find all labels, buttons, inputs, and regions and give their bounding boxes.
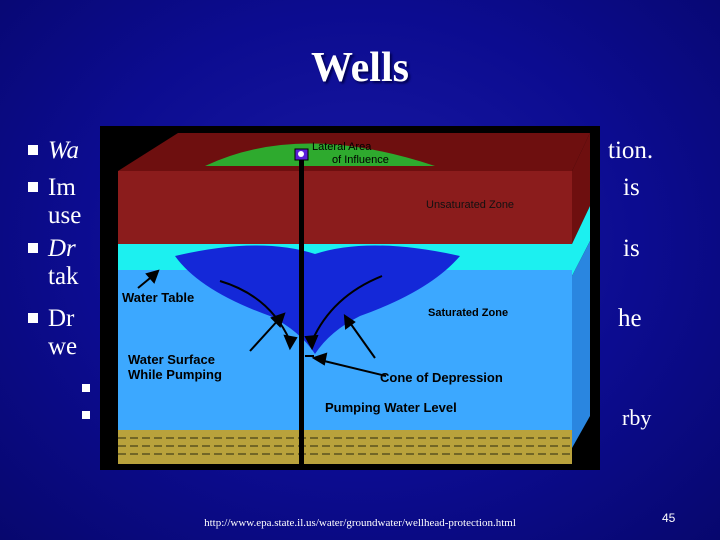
label-water-surface-2: While Pumping (128, 367, 222, 382)
bullet-marker (28, 313, 38, 323)
well-pipe (299, 158, 304, 466)
sub-bullet-marker (82, 411, 90, 419)
saturated-side (572, 241, 590, 448)
bullet-marker (28, 182, 38, 192)
bullet-3-line2-text: tak (48, 263, 79, 290)
label-water-table: Water Table (122, 290, 194, 305)
bullet-2-text: Im (48, 174, 76, 201)
sub-bullet-marker (82, 384, 90, 392)
bullet-3-trail: is (623, 233, 640, 264)
bullet-2-line2-text: use (48, 202, 81, 229)
page-number: 45 (662, 511, 675, 525)
bullet-1-text: Wa (48, 137, 79, 164)
bullet-4-line2-text: we (48, 333, 77, 360)
wellhead-cap (298, 151, 304, 157)
bullet-4-text: Dr (48, 305, 74, 332)
label-pumping-water-level: Pumping Water Level (325, 400, 457, 415)
label-unsaturated-zone: Unsaturated Zone (426, 199, 514, 211)
bullet-marker (28, 145, 38, 155)
source-url[interactable]: http://www.epa.state.il.us/water/groundw… (0, 517, 720, 529)
slide-title: Wells (0, 44, 720, 92)
bullet-marker (28, 243, 38, 253)
label-lateral-area-1: Lateral Area (312, 141, 372, 153)
sub-bullet-2-trail: rby (622, 402, 651, 433)
label-water-surface-1: Water Surface (128, 352, 215, 367)
well-cross-section-diagram: Lateral Area of Influence Unsaturated Zo… (100, 126, 600, 470)
bullet-4-trail: he (618, 303, 642, 334)
label-lateral-area-2: of Influence (332, 154, 389, 166)
bullet-1-trail: tion. (608, 135, 653, 166)
bullet-2-trail: is (623, 172, 640, 203)
label-cone-of-depression: Cone of Depression (380, 370, 503, 385)
label-saturated-zone: Saturated Zone (428, 307, 508, 319)
bullet-3-text: Dr (48, 235, 76, 262)
bedrock-layer (118, 430, 572, 464)
